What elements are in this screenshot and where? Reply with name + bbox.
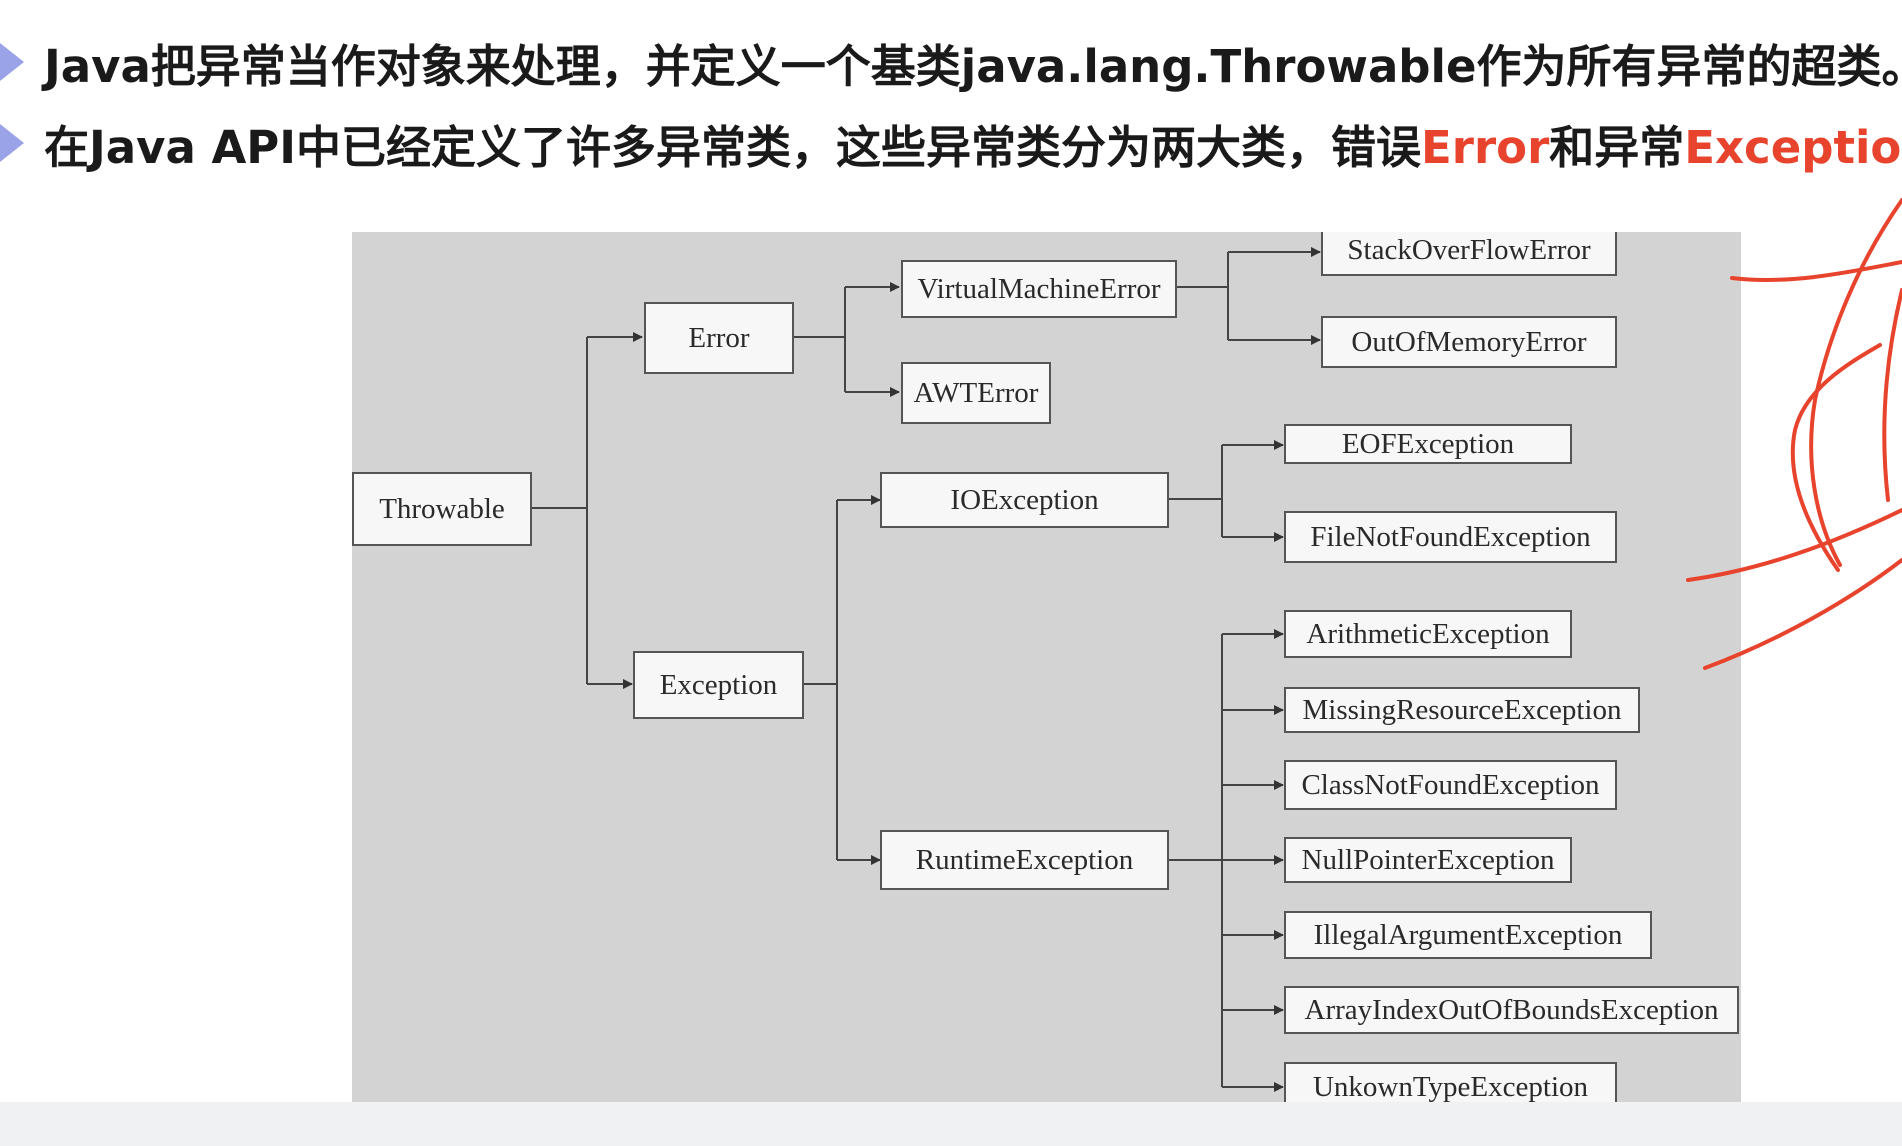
node-awt-error: AWTError [901,362,1051,424]
node-io-exception: IOException [880,472,1169,528]
node-runtime-exception: RuntimeException [880,830,1169,890]
throwable-hierarchy-diagram: Throwable Error Exception VirtualMachine… [352,232,1741,1102]
bullet-text-2-main: 在Java API中已经定义了许多异常类，这些异常类分为两大类，错误 [44,120,1422,174]
bullet-arrow-icon [0,124,24,162]
node-array-index-out-of-bounds-exception: ArrayIndexOutOfBoundsException [1284,986,1739,1034]
node-virtual-machine-error: VirtualMachineError [901,260,1177,318]
node-unkown-type-exception: UnkownTypeException [1284,1062,1617,1102]
connector-lines [532,247,1321,1092]
bullet-text-1: Java把异常当作对象来处理，并定义一个基类java.lang.Throwabl… [44,39,1902,93]
node-out-of-memory-error: OutOfMemoryError [1321,316,1617,368]
bottom-strip [0,1102,1902,1146]
bullet-text-2: 在Java API中已经定义了许多异常类，这些异常类分为两大类，错误Error和… [44,111,1902,176]
node-class-not-found-exception: ClassNotFoundException [1284,760,1617,810]
node-eof-exception: EOFException [1284,424,1572,464]
node-file-not-found-exception: FileNotFoundException [1284,511,1617,563]
bullet-line-1: Java把异常当作对象来处理，并定义一个基类java.lang.Throwabl… [0,32,1902,93]
bullet-arrow-icon [0,43,24,81]
node-illegal-argument-exception: IllegalArgumentException [1284,911,1652,959]
node-arithmetic-exception: ArithmeticException [1284,610,1572,658]
node-error: Error [644,302,794,374]
node-missing-resource-exception: MissingResourceException [1284,687,1640,733]
exception-highlight: Exception [1684,120,1902,174]
node-stack-overflow-error: StackOverFlowError [1321,232,1617,276]
bullet-line-2: 在Java API中已经定义了许多异常类，这些异常类分为两大类，错误Error和… [0,111,1902,176]
node-throwable: Throwable [352,472,532,546]
node-null-pointer-exception: NullPointerException [1284,837,1572,883]
error-highlight: Error [1421,120,1550,174]
bullet-text-2-mid: 和异常 [1549,120,1685,174]
node-exception: Exception [633,651,804,719]
